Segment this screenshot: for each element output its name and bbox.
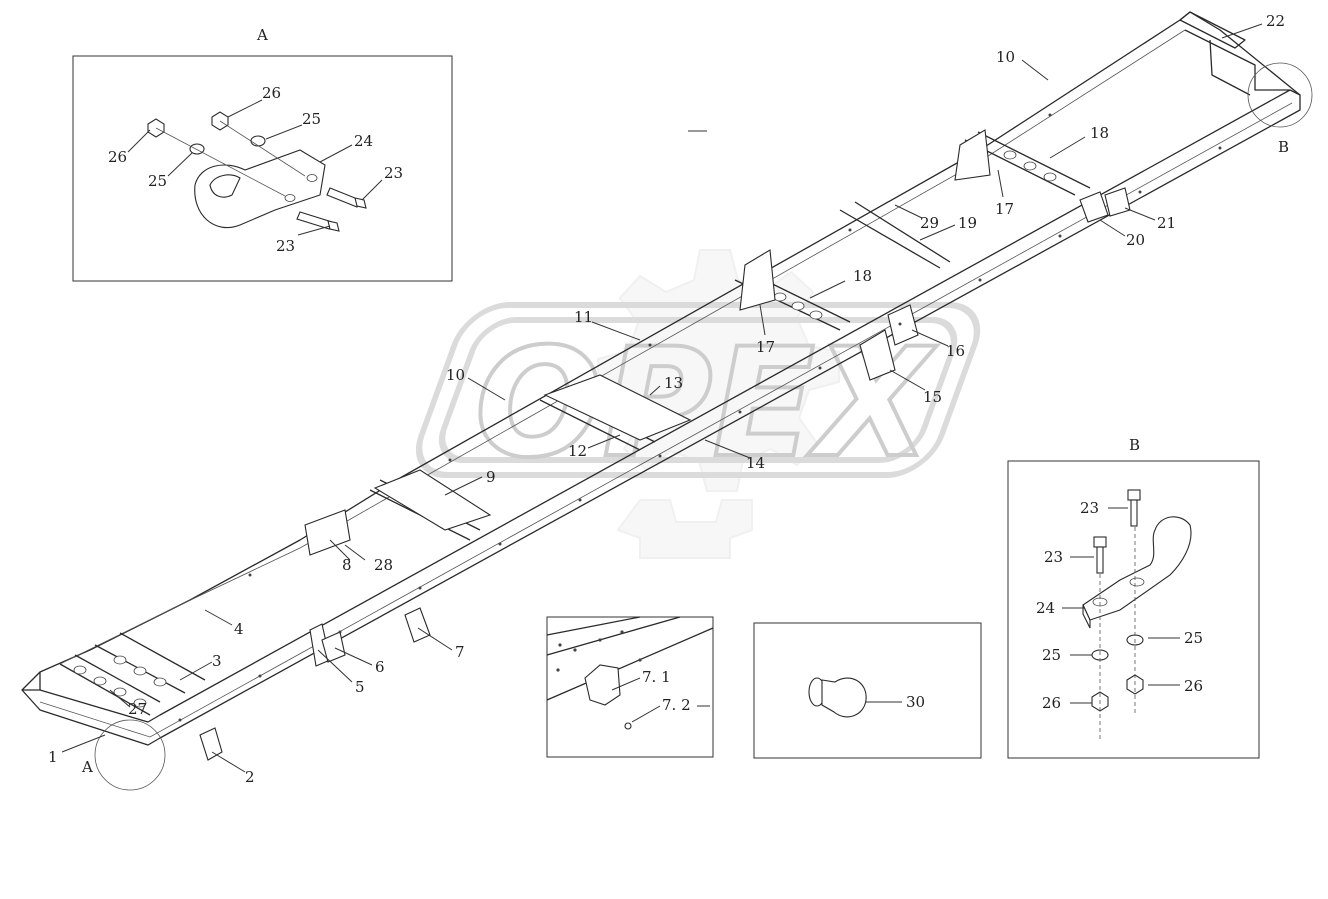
chassis-frame (21, 11, 1313, 791)
fasteners-a (147, 111, 367, 232)
callout-circle-a (94, 719, 166, 791)
inset-plug-30: 30 (753, 622, 982, 759)
label-callout-a: A (81, 758, 93, 776)
callout-circle-b (1247, 62, 1313, 128)
rear-bracket-20-21 (1079, 187, 1131, 223)
label-6: 6 (375, 658, 385, 676)
label-2: 2 (245, 768, 255, 786)
rear-spring-bracket-15-16 (859, 304, 919, 381)
inset-bracket-7: 7. 1 7. 2 (546, 616, 714, 758)
label-27: 27 (128, 700, 147, 718)
tow-hook-a (194, 149, 326, 229)
detail-b-label-24: 24 (1036, 599, 1055, 617)
label-9: 9 (486, 468, 496, 486)
detail-b-label-26-left: 26 (1042, 694, 1061, 712)
inset-30-box (753, 622, 982, 759)
detail-view-b: B 23 (1007, 436, 1260, 759)
main-part-labels: 1 A 2 27 3 4 5 6 7 8 28 9 10 11 12 13 14… (48, 12, 1289, 786)
label-16: 16 (946, 342, 965, 360)
label-8: 8 (342, 556, 352, 574)
spring-bracket-5-6 (309, 623, 346, 667)
watermark-frame-outer (415, 302, 981, 478)
label-18-middle: 18 (853, 267, 872, 285)
inset-7-box (546, 616, 714, 758)
label-21: 21 (1157, 214, 1176, 232)
front-bracket-2 (199, 727, 223, 761)
label-15: 15 (923, 388, 942, 406)
crossmember-18-holes (773, 150, 1057, 320)
detail-a-label-25-left: 25 (148, 172, 167, 190)
detail-a-box (72, 55, 453, 282)
detail-b-label-23-mid: 23 (1044, 548, 1063, 566)
detail-b-label-25-right: 25 (1184, 629, 1203, 647)
label-28: 28 (374, 556, 393, 574)
inset-label-7-1: 7. 1 (642, 668, 671, 686)
label-callout-b: B (1278, 138, 1289, 156)
label-7: 7 (455, 643, 465, 661)
label-17-rear: 17 (995, 200, 1014, 218)
label-20: 20 (1126, 231, 1145, 249)
label-13: 13 (664, 374, 683, 392)
watermark-frame-inner (438, 317, 958, 463)
detail-b-label-26-right: 26 (1184, 677, 1203, 695)
label-11: 11 (574, 308, 593, 326)
inset-label-7-2: 7. 2 (662, 696, 691, 714)
inset-label-30: 30 (906, 693, 925, 711)
detail-a-label-26-top: 26 (262, 84, 281, 102)
label-12: 12 (568, 442, 587, 460)
detail-a-title: A (256, 26, 268, 44)
detail-b-label-25-left: 25 (1042, 646, 1061, 664)
detail-b-title: B (1129, 436, 1140, 454)
label-3: 3 (212, 652, 222, 670)
detail-a-label-24: 24 (354, 132, 373, 150)
rail-rivets (178, 113, 1222, 722)
detail-a-label-23-right: 23 (384, 164, 403, 182)
detail-b-label-23-top: 23 (1080, 499, 1099, 517)
label-10-front: 10 (446, 366, 465, 384)
detail-a-label-23-bottom: 23 (276, 237, 295, 255)
label-19: 19 (958, 214, 977, 232)
label-5: 5 (355, 678, 365, 696)
label-10-rear: 10 (996, 48, 1015, 66)
detail-a-label-25-top: 25 (302, 110, 321, 128)
label-29: 29 (920, 214, 939, 232)
label-18-rear: 18 (1090, 124, 1109, 142)
label-17-middle: 17 (756, 338, 775, 356)
label-4: 4 (234, 620, 244, 638)
watermark: OPEX (415, 249, 981, 559)
detail-a-label-26-left: 26 (108, 148, 127, 166)
main-leader-lines (61, 23, 1263, 773)
label-1: 1 (48, 748, 58, 766)
spring-bracket-7 (404, 607, 431, 643)
front-crossmember-holes (73, 655, 167, 708)
fasteners-b (1091, 527, 1144, 740)
label-22: 22 (1266, 12, 1285, 30)
bolts-b (1093, 489, 1141, 574)
detail-view-a: A 26 25 26 (72, 26, 453, 282)
label-14: 14 (746, 454, 765, 472)
detail-b-box (1007, 460, 1260, 759)
